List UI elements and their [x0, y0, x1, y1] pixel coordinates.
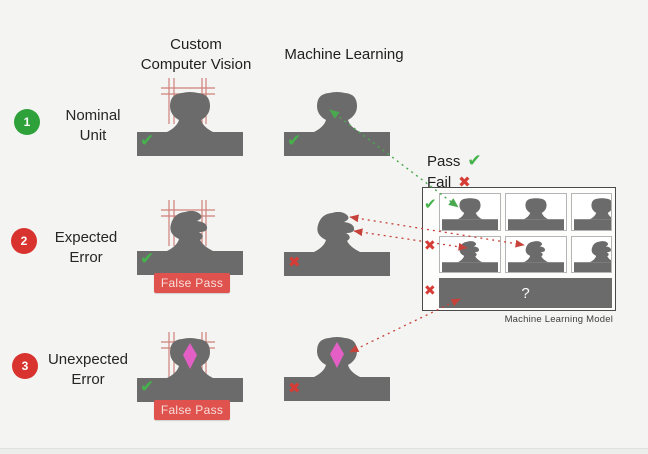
unknown-symbol: ?: [521, 284, 530, 302]
sample-unit-expected-error: [508, 241, 564, 273]
sample-unit-expected-error: [574, 241, 612, 273]
false-pass-flag-row3: False Pass: [154, 400, 230, 420]
header-custom-computer-vision: Custom Computer Vision: [128, 35, 264, 75]
row1-label-line1: Nominal: [65, 107, 121, 124]
model-sample-card-pass-3: [571, 193, 612, 231]
fail-cross-icon-ml-row2: ✖: [288, 253, 301, 271]
sample-unit-nominal: [508, 198, 564, 231]
row1-label-line2: Unit: [79, 127, 107, 144]
row3-label-line1: Unexpected: [47, 351, 129, 368]
row3-number-badge: 3: [12, 353, 38, 379]
sample-unit-expected-error: [442, 241, 498, 273]
model-unknown-bar: ?: [439, 278, 612, 308]
header-machine-learning: Machine Learning: [284, 46, 404, 63]
row1-number-badge: 1: [14, 109, 40, 135]
row2-label: Expected Error: [42, 228, 130, 268]
row2-label-line2: Error: [69, 249, 103, 266]
model-row1-pass-icon: ✔: [424, 195, 437, 213]
bottom-edge-strip: [0, 448, 648, 454]
header-ccv-line2: Computer Vision: [140, 56, 252, 73]
ml-model-box: ✔ ✖ ✖ ?: [422, 187, 616, 311]
legend-fail-cross-icon: ✖: [458, 173, 471, 191]
ml-model-caption: Machine Learning Model: [504, 314, 613, 325]
row3-label-line2: Error: [71, 371, 105, 388]
row2-label-line1: Expected: [54, 229, 118, 246]
model-sample-card-fail-3: [571, 236, 612, 273]
sample-unit-nominal: [574, 198, 612, 231]
row3-label: Unexpected Error: [34, 350, 142, 390]
model-sample-card-fail-1: [439, 236, 501, 273]
pass-check-icon-ccv-row2: ✔: [140, 249, 155, 269]
row1-label: Nominal Unit: [48, 106, 138, 146]
model-sample-card-fail-2: [505, 236, 567, 273]
model-row2-fail-icon: ✖: [424, 238, 436, 254]
legend-pass-label: Pass: [427, 153, 461, 170]
pass-check-icon-ccv-row1: ✔: [140, 131, 155, 151]
row2-number-badge: 2: [11, 228, 37, 254]
sample-unit-nominal: [442, 198, 498, 231]
pass-check-icon-ml-row1: ✔: [287, 131, 302, 151]
legend-pass: Pass ✔: [427, 151, 482, 171]
fail-cross-icon-ml-row3: ✖: [288, 379, 301, 397]
model-row3-fail-icon: ✖: [424, 283, 436, 299]
header-ccv-line1: Custom: [170, 36, 222, 53]
legend-pass-check-icon: ✔: [467, 151, 482, 171]
model-sample-card-pass-2: [505, 193, 567, 231]
pass-check-icon-ccv-row3: ✔: [140, 377, 155, 397]
model-sample-card-pass-1: [439, 193, 501, 231]
false-pass-flag-row2: False Pass: [154, 273, 230, 293]
